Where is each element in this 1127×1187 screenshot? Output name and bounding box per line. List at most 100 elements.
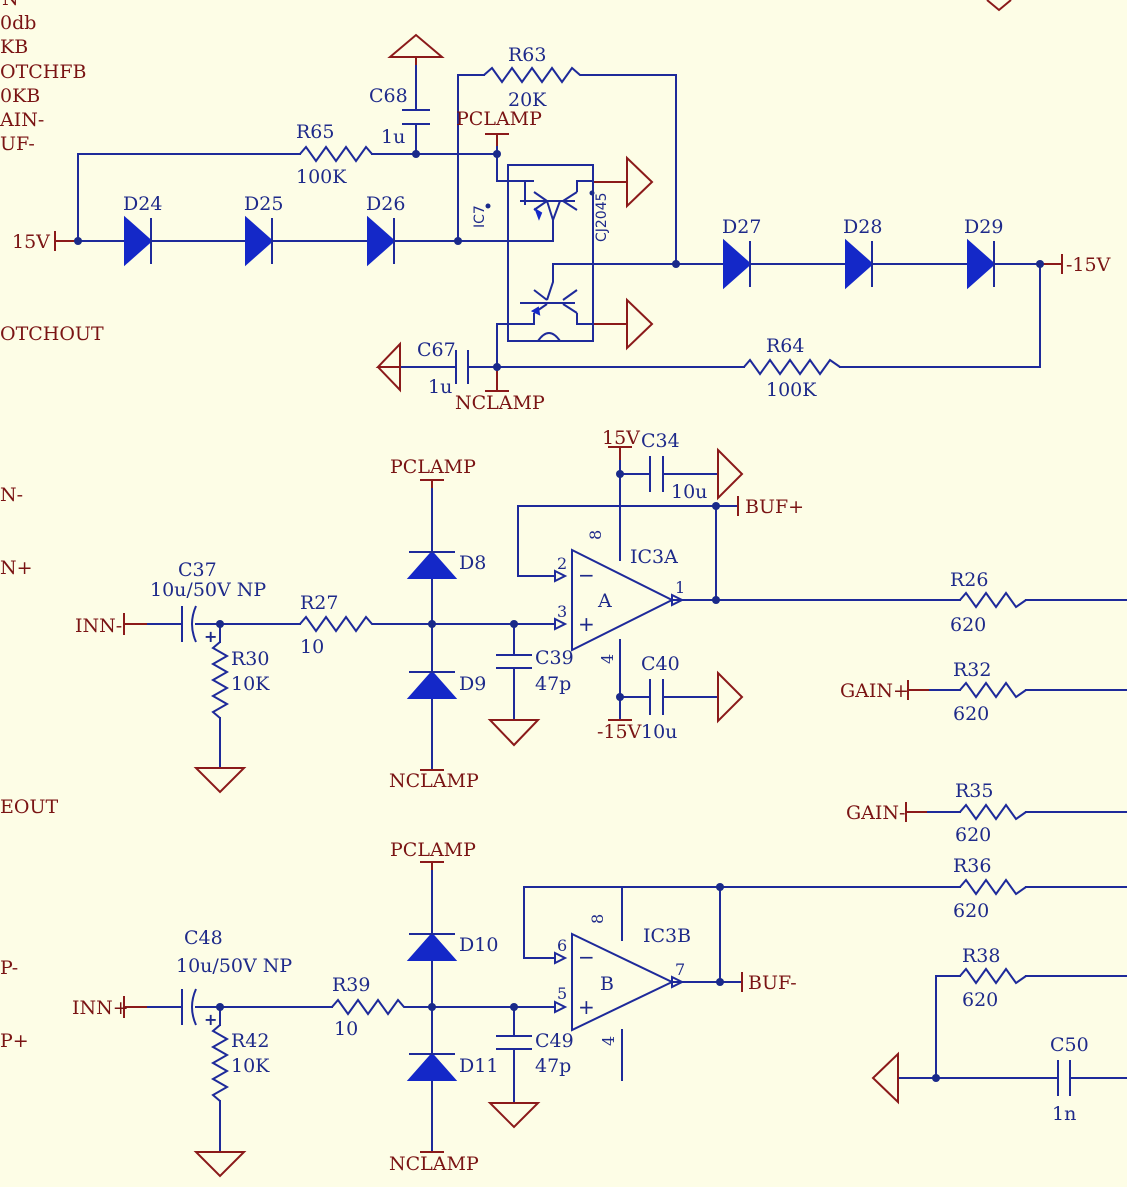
wire-c67: [399, 323, 521, 368]
opamp-ic3b-pin7: 7: [675, 960, 685, 979]
junction: [216, 1003, 224, 1011]
resistor-r26: [959, 591, 1027, 609]
junction: [412, 150, 420, 158]
diode-d10: [406, 932, 458, 961]
diode-d11: [406, 1052, 458, 1081]
c34-ref: C34: [641, 430, 680, 452]
clamp-section: 15V R63 20K C68 1u R65 100K PCLAMP NCLAM…: [12, 33, 1111, 414]
capacitor-c50: [1057, 1060, 1071, 1096]
resistor-r27: [299, 615, 378, 633]
capacitor-c34: [649, 456, 664, 492]
ic7-ref: IC7: [472, 205, 488, 228]
r35-ref: R35: [955, 780, 993, 802]
diode-d26: [367, 215, 396, 267]
pclamp-label-top: PCLAMP: [456, 108, 542, 130]
diode-d24: [124, 215, 153, 267]
c39-ref: C39: [535, 647, 574, 669]
d10-ref: D10: [459, 934, 498, 956]
net-label-p-minus: P-: [0, 957, 18, 979]
ground-r30: [193, 767, 247, 794]
ground-c49: [487, 1102, 541, 1129]
d9-ref: D9: [459, 673, 486, 695]
port-buf-plus-label: BUF+: [745, 496, 804, 518]
ic7-pin1-dot-right: [589, 190, 595, 196]
capacitor-c49: [496, 1035, 532, 1050]
wire-pclamp: [496, 133, 526, 182]
r64-ref: R64: [766, 335, 804, 357]
opamp-ic3b-pin8: 8: [588, 914, 607, 924]
resistor-r42: [210, 1024, 230, 1102]
junction: [493, 363, 501, 371]
capacitor-c37-curve: [191, 605, 197, 643]
c39-value: 47p: [535, 673, 571, 695]
ic7-part: CJ2045: [594, 192, 610, 242]
r39-value: 10: [334, 1018, 358, 1040]
buffer-a-section: INN- + C37 10u/50V NP R27 10 R30 10K D8: [75, 427, 1127, 794]
r64-value: 100K: [766, 379, 817, 401]
r65-value: 100K: [296, 166, 347, 188]
r65-ref: R65: [296, 121, 334, 143]
net-label-n: N: [2, 0, 19, 10]
junction: [510, 1003, 518, 1011]
d27-ref: D27: [722, 216, 761, 238]
opamp-ic3a-inv: −: [578, 563, 595, 587]
resistor-r32: [959, 681, 1027, 699]
port-gain-plus: [907, 680, 930, 700]
port-gain-minus-label: GAIN-: [846, 802, 905, 824]
port-buf-minus-label: BUF-: [748, 972, 797, 994]
r38-ref: R38: [962, 945, 1000, 967]
port-gain-minus: [905, 802, 928, 822]
net-label-notchfb: OTCHFB: [0, 61, 87, 83]
r36-value: 620: [953, 900, 989, 922]
opamp-ic3b-ref: IC3B: [643, 925, 691, 947]
junction: [454, 237, 462, 245]
power-15v-a: [608, 446, 632, 460]
junction: [712, 596, 720, 604]
power-pclamp-a: [420, 479, 444, 488]
resistor-r35: [959, 803, 1027, 821]
c48-ref: C48: [184, 927, 223, 949]
wire-r64: [496, 263, 1041, 368]
power-neg15v-a-label: -15V: [597, 721, 642, 743]
wire-vpos-a: [619, 446, 719, 561]
r27-value: 10: [300, 636, 324, 658]
r26-value: 620: [950, 614, 986, 636]
port-inn-plus: [123, 996, 148, 1018]
capacitor-c48-curve: [191, 988, 197, 1026]
junction: [616, 470, 624, 478]
resistor-r39: [331, 998, 410, 1016]
c37-ref: C37: [178, 559, 217, 581]
junction: [216, 620, 224, 628]
d28-ref: D28: [843, 216, 882, 238]
nclamp-label-top: NCLAMP: [455, 392, 545, 414]
ground-symbol-topright: [986, 0, 1012, 12]
junction: [428, 1003, 436, 1011]
opamp-ic3a-unit: A: [597, 590, 612, 612]
c40-ref: C40: [641, 653, 680, 675]
wire-r38: [935, 975, 1127, 1079]
c48-polarity: +: [204, 1010, 217, 1029]
left-net-labels: N 0db KB OTCHFB 0KB AIN- UF- OTCHOUT N- …: [0, 0, 104, 1052]
c48-value: 10u/50V NP: [176, 955, 292, 977]
junction: [712, 502, 720, 510]
nclamp-label-a: NCLAMP: [389, 770, 479, 792]
r42-value: 10K: [231, 1055, 270, 1077]
c68-ref: C68: [369, 85, 408, 107]
diode-d25: [245, 215, 274, 267]
resistor-r30: [210, 641, 230, 719]
capacitor-c40: [649, 679, 664, 715]
r42-ref: R42: [231, 1030, 269, 1052]
r26-ref: R26: [950, 569, 988, 591]
port-15v-label: 15V: [12, 231, 50, 253]
c34-value: 10u: [671, 481, 707, 503]
r63-ref: R63: [508, 44, 546, 66]
opamp-ic3a-pin2: 2: [557, 554, 567, 573]
d29-ref: D29: [964, 216, 1003, 238]
junction: [716, 883, 724, 891]
junction: [672, 260, 680, 268]
capacitor-c39: [496, 654, 532, 669]
opamp-ic3b-inv: −: [578, 945, 595, 969]
c40-value: 10u: [641, 721, 677, 743]
pclamp-label-b: PCLAMP: [390, 839, 476, 861]
